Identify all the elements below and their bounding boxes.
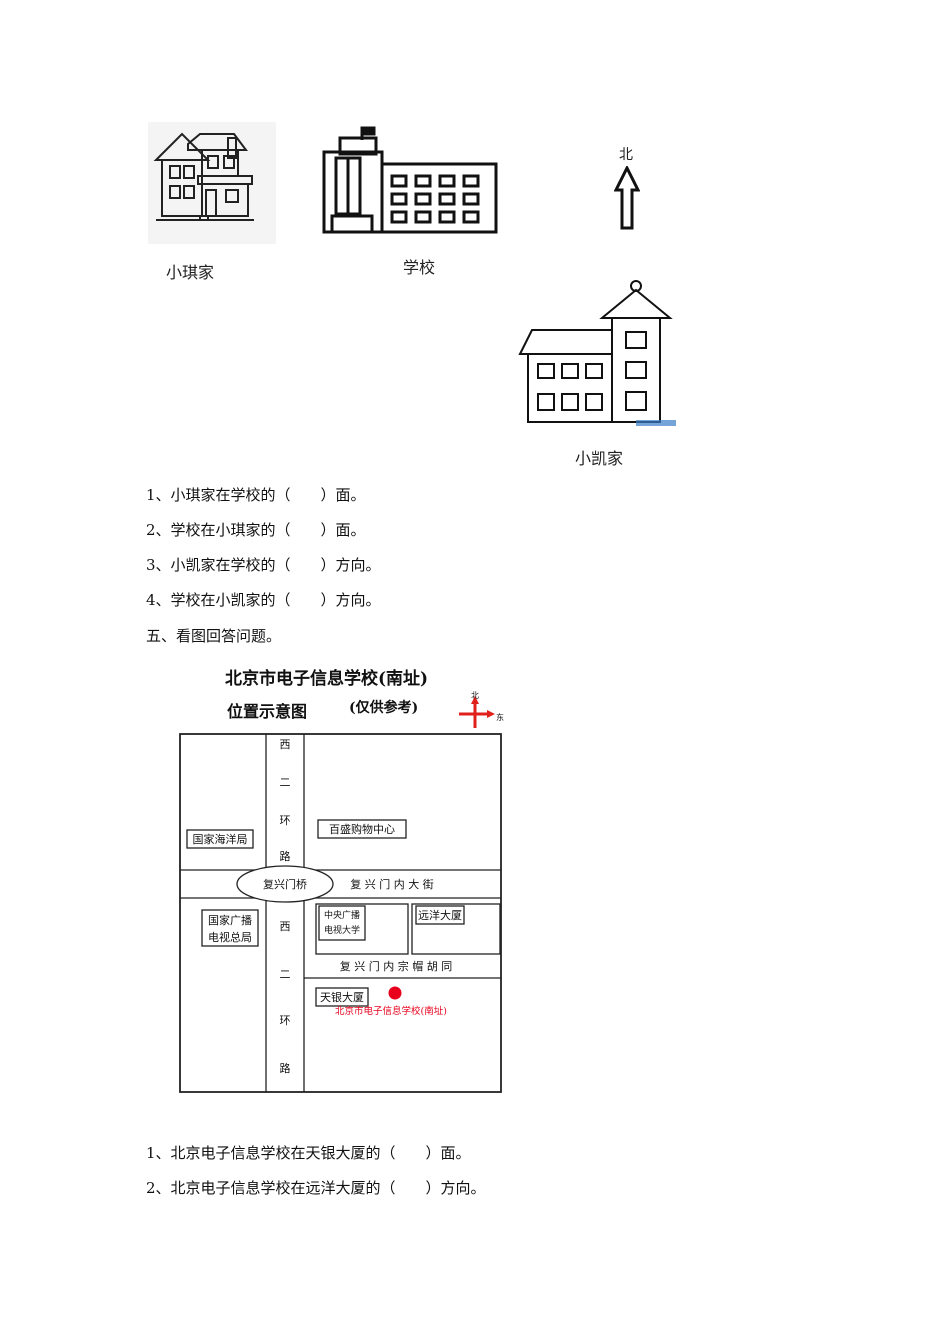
road-west-lower-1: 西: [280, 920, 291, 933]
road-west-upper-2: 二: [280, 776, 291, 789]
question-5-1: 1、北京电子信息学校在天银大厦的（ ）面。: [146, 1144, 471, 1162]
bridge-label: 复兴门桥: [263, 877, 307, 891]
school-location-marker: [388, 986, 402, 1000]
place-baisheng: 百盛购物中心: [329, 822, 395, 836]
place-school-label: 北京市电子信息学校(南址): [335, 1005, 447, 1017]
map-note: (仅供参考): [349, 700, 419, 716]
map-subtitle: 位置示意图: [227, 702, 308, 721]
school-building-illustration: [322, 126, 498, 234]
question-4-4: 4、学校在小凯家的（ ）方向。: [146, 591, 381, 609]
road-west-lower-3: 环: [280, 1014, 291, 1027]
road-west-lower-4: 路: [280, 1062, 291, 1075]
north-arrow-icon: [614, 166, 640, 230]
place-yuanyang: 远洋大厦: [418, 908, 462, 922]
compass-north-label: 北: [471, 691, 479, 700]
road-west-upper-1: 西: [280, 738, 291, 751]
compass-east-label: 东: [496, 712, 504, 722]
place-cctv-univ-2: 电视大学: [324, 924, 360, 936]
xiaokai-house-illustration: [518, 280, 676, 426]
xiaoqi-house-illustration: [148, 122, 276, 244]
north-label: 北: [619, 147, 633, 163]
xiaokai-home-caption: 小凯家: [575, 449, 624, 468]
road-west-lower-2: 二: [280, 968, 291, 981]
street-lane-label: 复 兴 门 内 宗 帽 胡 同: [340, 959, 452, 973]
question-4-1: 1、小琪家在学校的（ ）面。: [146, 486, 366, 504]
place-tianyin: 天银大厦: [320, 990, 364, 1004]
street-main-label: 复 兴 门 内 大 街: [350, 877, 433, 891]
question-5-2: 2、北京电子信息学校在远洋大厦的（ ）方向。: [146, 1179, 486, 1197]
place-cctv-univ-1: 中央广播: [324, 909, 360, 921]
place-radio-bureau-2: 电视总局: [208, 930, 252, 944]
map-title: 北京市电子信息学校(南址): [225, 669, 429, 689]
location-map: 西 二 环 路 西 二 环 路 复兴门桥 复 兴 门 内 大 街 复 兴 门 内…: [179, 733, 502, 1093]
place-radio-bureau-1: 国家广播: [208, 913, 252, 927]
place-ocean-bureau: 国家海洋局: [193, 832, 248, 846]
question-4-2: 2、学校在小琪家的（ ）面。: [146, 521, 366, 539]
compass-icon: 北 东: [459, 691, 504, 728]
part5-heading: 五、看图回答问题。: [146, 627, 282, 645]
question-4-3: 3、小凯家在学校的（ ）方向。: [146, 556, 381, 574]
road-west-upper-3: 环: [280, 814, 291, 827]
xiaoqi-home-caption: 小琪家: [166, 263, 215, 282]
school-caption: 学校: [403, 258, 436, 277]
road-west-upper-4: 路: [280, 850, 291, 863]
